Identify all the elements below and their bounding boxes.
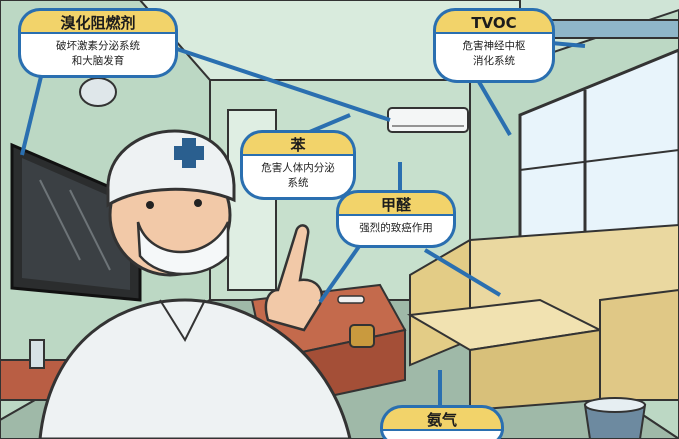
callout-benzene: 苯 危害人体内分泌 系统 bbox=[240, 130, 356, 200]
tv bbox=[10, 142, 142, 302]
callout-title: TVOC bbox=[433, 8, 555, 34]
air-conditioner bbox=[387, 107, 469, 133]
trash-can bbox=[583, 397, 647, 439]
callout-formaldehyde: 甲醛 强烈的致癌作用 bbox=[336, 190, 456, 248]
callout-line: 和大脑发育 bbox=[71, 55, 125, 67]
callout-title: 苯 bbox=[240, 130, 356, 156]
doctor-figure bbox=[38, 129, 352, 439]
sofa bbox=[406, 223, 679, 412]
callout-line: 破坏激素分泌系统 bbox=[56, 40, 140, 52]
callout-line: 系统 bbox=[287, 177, 309, 189]
callout-title: 甲醛 bbox=[336, 190, 456, 216]
callout-body: 破坏激素分泌系统 和大脑发育 bbox=[18, 32, 178, 78]
callout-line: 消化系统 bbox=[473, 55, 515, 67]
callout-body: 危害神经中枢 消化系统 bbox=[433, 32, 555, 83]
callout-body bbox=[380, 429, 504, 439]
callout-flame-retardant: 溴化阻燃剂 破坏激素分泌系统 和大脑发育 bbox=[18, 8, 178, 78]
callout-title: 溴化阻燃剂 bbox=[18, 8, 178, 34]
medical-cross-icon bbox=[174, 138, 204, 168]
callout-body: 危害人体内分泌 系统 bbox=[240, 154, 356, 200]
callout-line: 危害人体内分泌 bbox=[261, 162, 335, 174]
callout-tvoc: TVOC 危害神经中枢 消化系统 bbox=[433, 8, 555, 83]
callout-line: 强烈的致癌作用 bbox=[359, 222, 433, 234]
callout-line: 危害神经中枢 bbox=[462, 40, 526, 52]
callout-body: 强烈的致癌作用 bbox=[336, 214, 456, 248]
callout-title: 氨气 bbox=[380, 405, 504, 431]
callout-ammonia: 氨气 bbox=[380, 405, 504, 439]
